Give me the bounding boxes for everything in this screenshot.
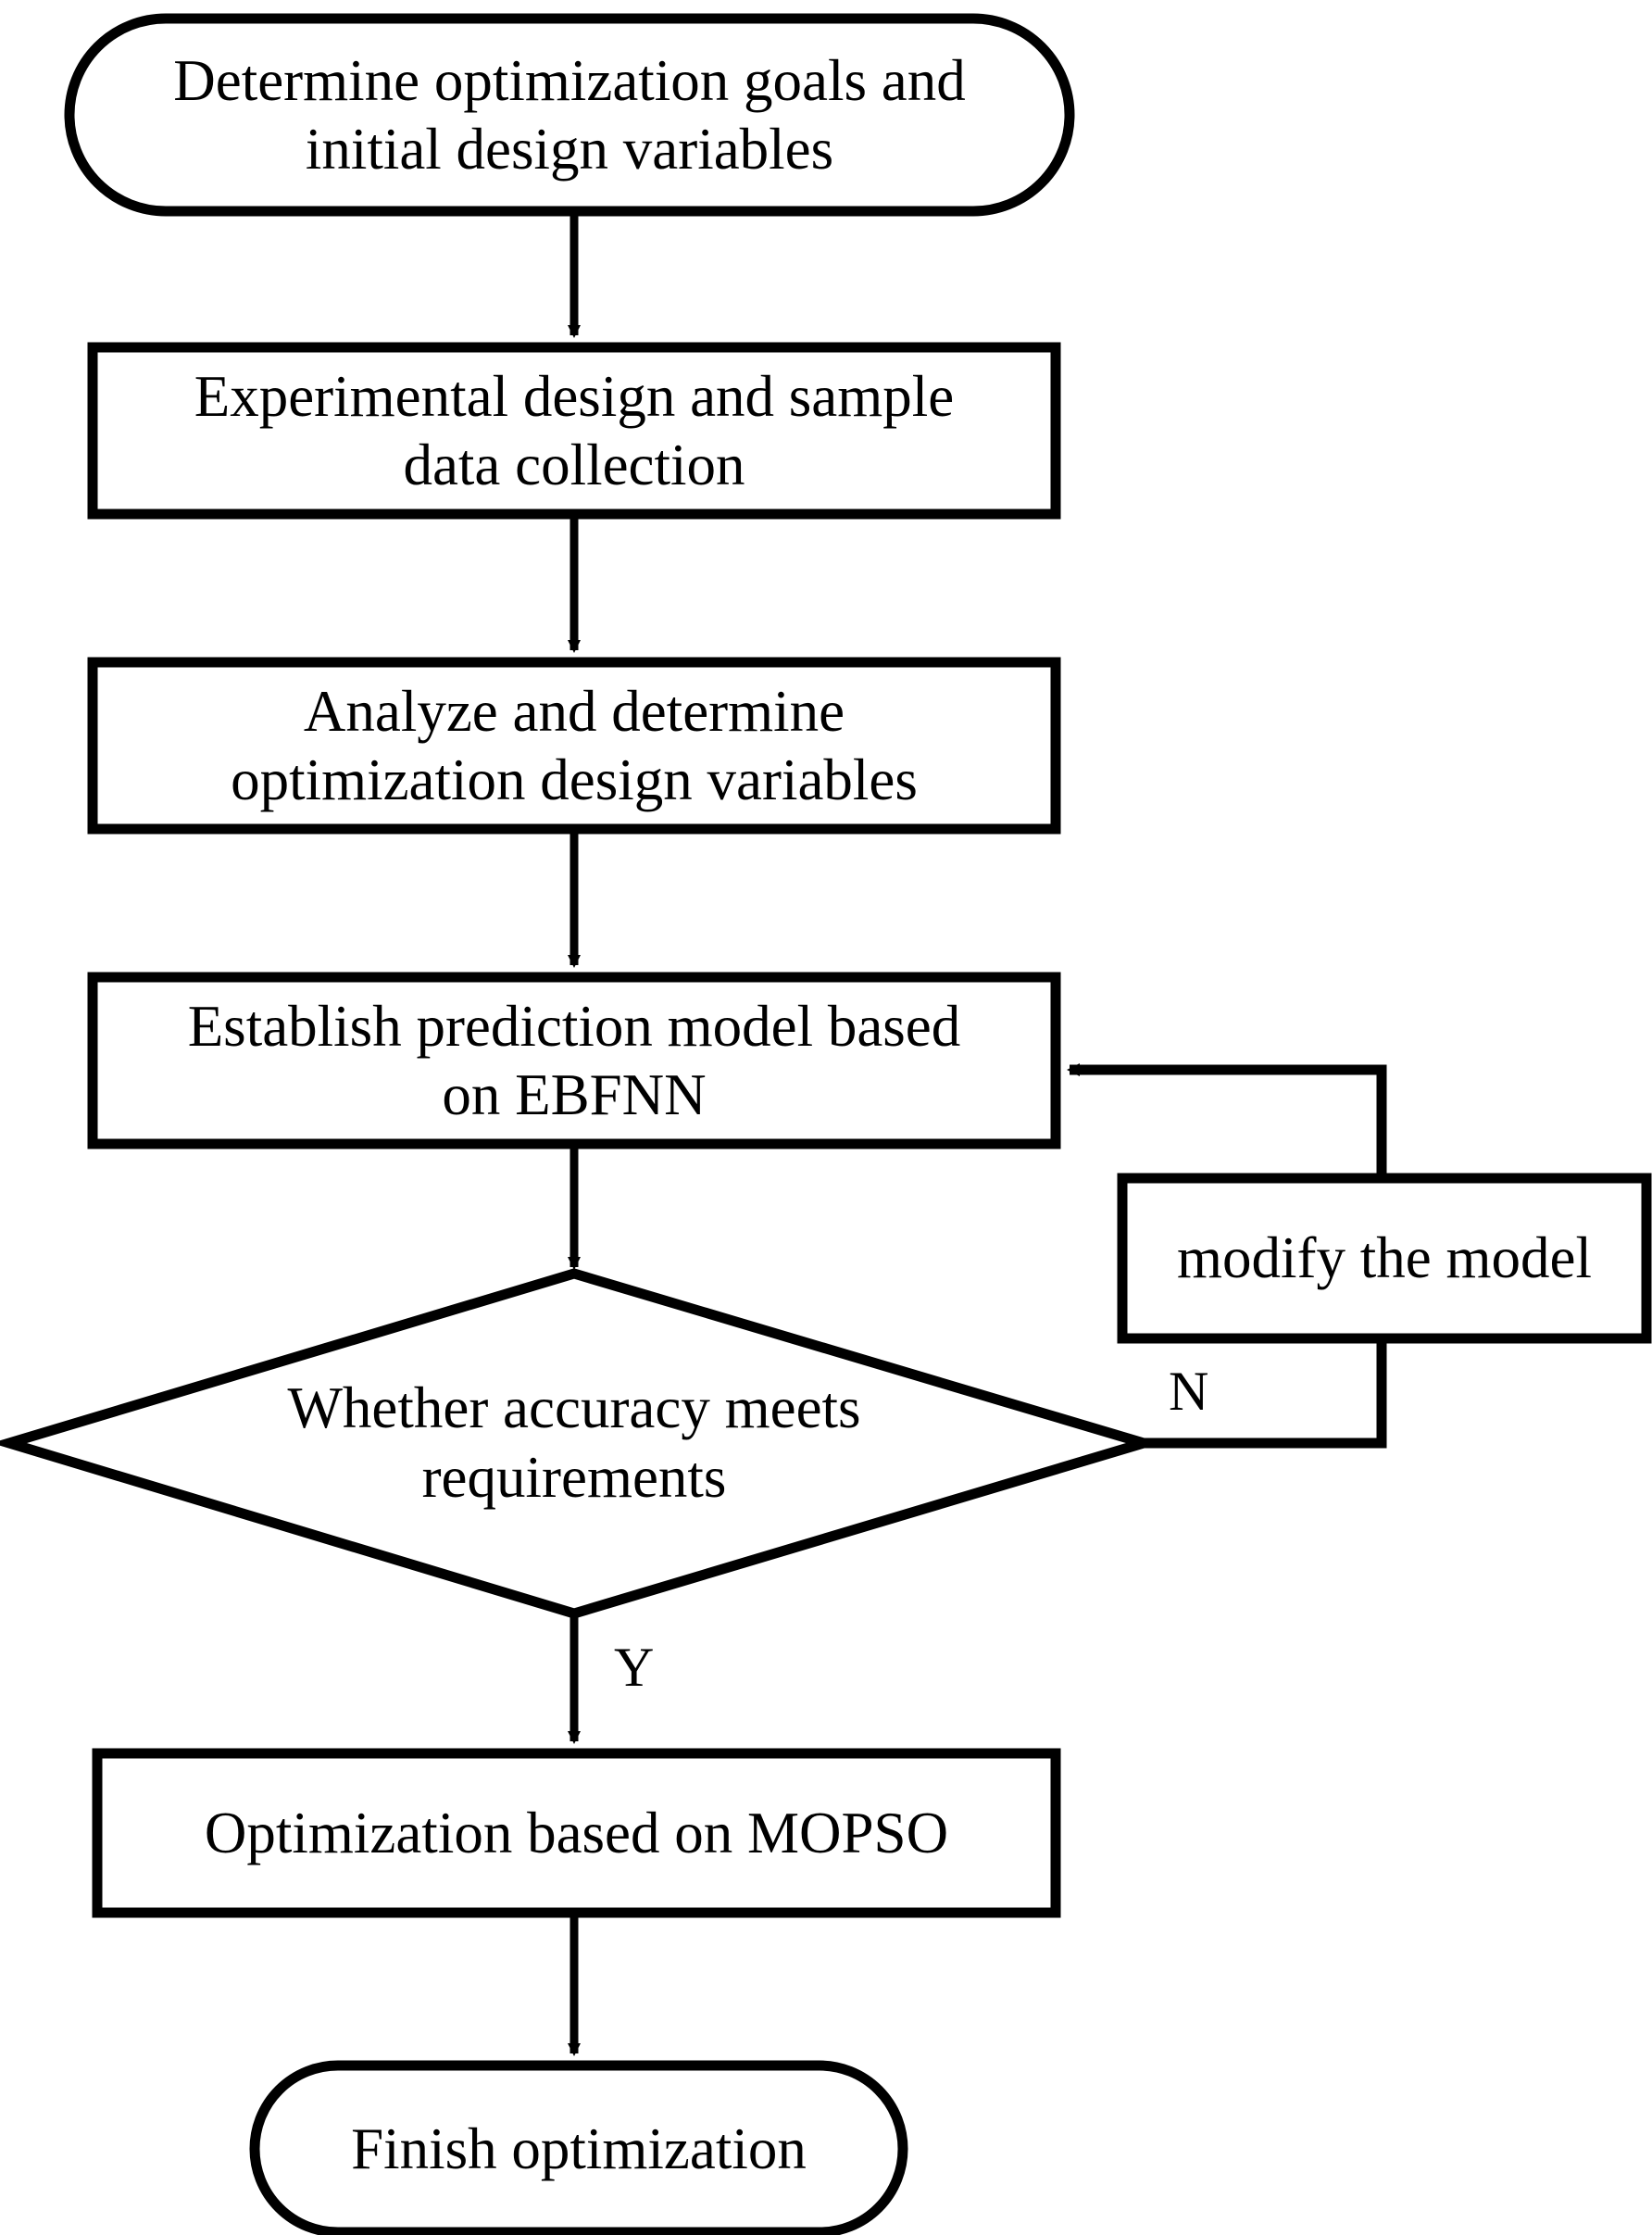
node-finish-shape[interactable] (249, 2060, 908, 2235)
node-establish-shape[interactable] (87, 972, 1061, 1149)
edge-label-yes: Y (614, 1637, 655, 1698)
node-modify-shape[interactable] (1117, 1173, 1652, 1344)
edge-decision-no-to-modify (1144, 1338, 1387, 1449)
edge-modify-to-establish (1067, 1063, 1387, 1178)
node-analyze-shape[interactable] (87, 657, 1061, 835)
node-mopso-shape[interactable] (92, 1748, 1061, 1918)
node-experiment-shape[interactable] (87, 342, 1061, 520)
node-decision-shape[interactable] (0, 1268, 1162, 1619)
edge-label-no: N (1169, 1361, 1209, 1422)
node-start-shape[interactable] (64, 13, 1075, 217)
